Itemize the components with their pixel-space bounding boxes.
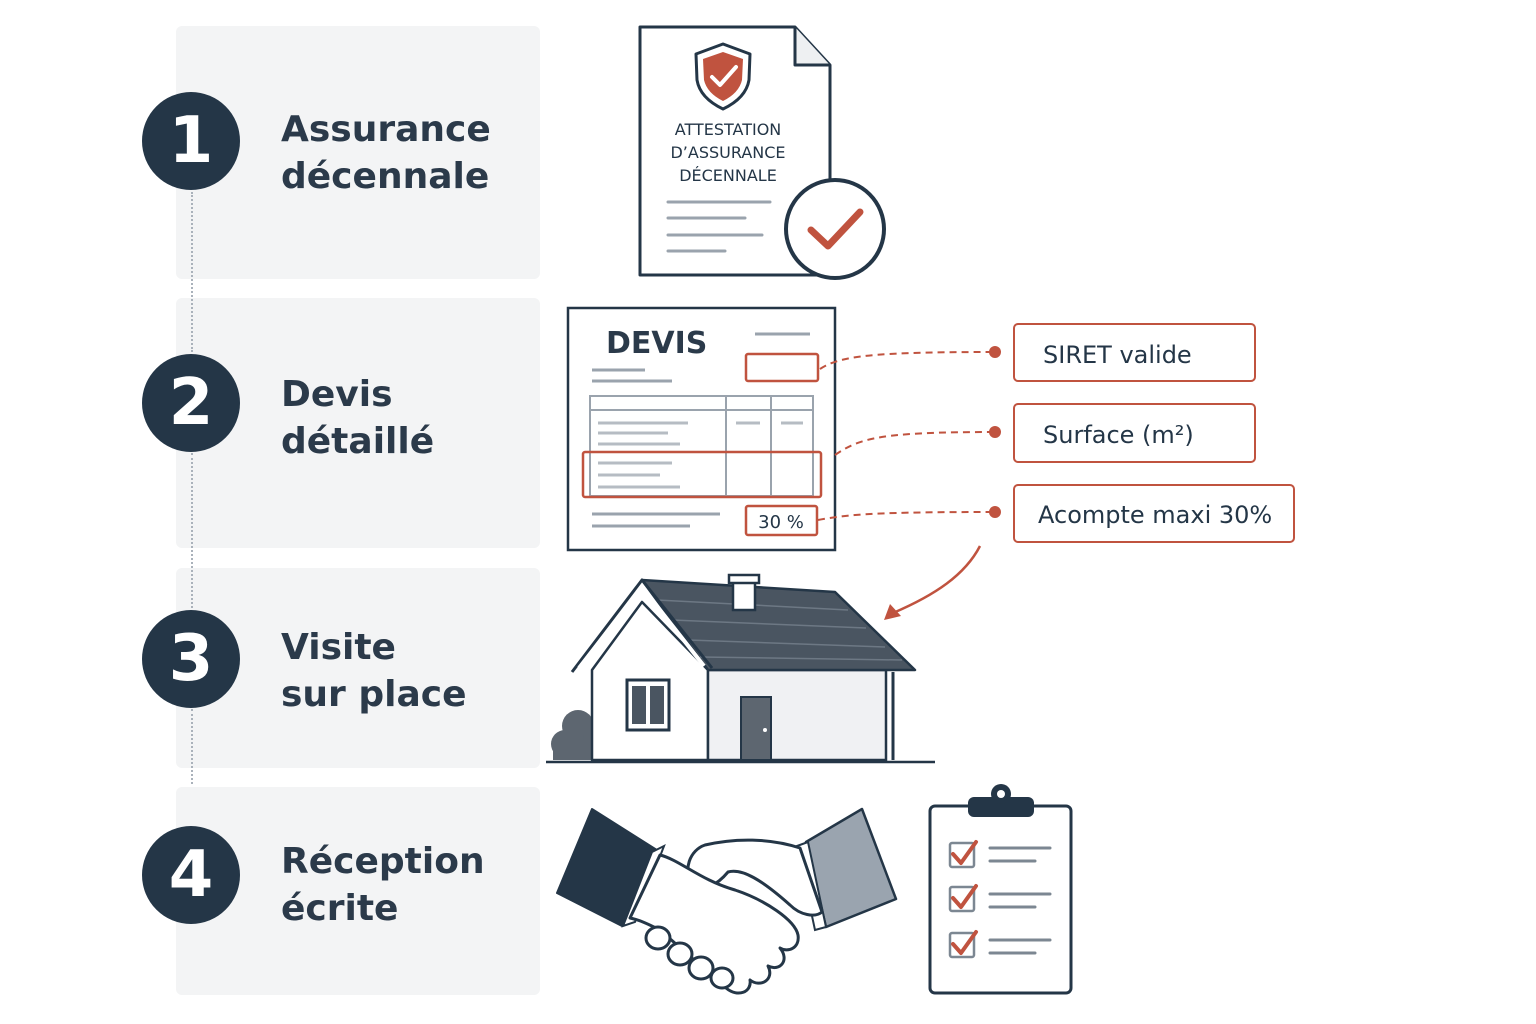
step-connector xyxy=(191,709,193,784)
arrow-icon xyxy=(884,545,982,620)
step-title-3: Visite sur place xyxy=(281,624,467,718)
step-connector xyxy=(191,453,193,608)
step-title-4: Réception écrite xyxy=(281,838,485,932)
callout-surface-label: Surface (m²) xyxy=(1043,421,1194,449)
step-connector xyxy=(191,192,193,352)
quote-percent-label: 30 % xyxy=(758,512,804,533)
certificate-title-line2: D’ASSURANCE xyxy=(670,143,785,162)
shield-check-icon xyxy=(694,42,752,111)
step-title-3-line1: Visite xyxy=(281,627,396,668)
step-title-4-line1: Réception xyxy=(281,841,485,882)
step-title-2: Devis détaillé xyxy=(281,371,434,465)
step-number-badge-3: 3 xyxy=(142,610,240,708)
certificate-title-line1: ATTESTATION xyxy=(675,120,782,139)
step-title-1-line2: décennale xyxy=(281,156,490,197)
certificate-document: ATTESTATION D’ASSURANCE DÉCENNALE xyxy=(638,25,886,280)
quote-document: DEVIS 30 % xyxy=(566,306,837,552)
certificate-title-line3: DÉCENNALE xyxy=(679,166,777,185)
callout-siret-label: SIRET valide xyxy=(1043,341,1192,369)
step-number-badge-4: 4 xyxy=(142,826,240,924)
callout-connectors xyxy=(817,351,996,521)
clipboard-checklist-icon xyxy=(928,784,1073,995)
step-title-4-line2: écrite xyxy=(281,888,399,929)
callout-deposit: Acompte maxi 30% xyxy=(1013,484,1295,543)
step-number-badge-2: 2 xyxy=(142,354,240,452)
step-title-1-line1: Assurance xyxy=(281,109,491,150)
callout-deposit-label: Acompte maxi 30% xyxy=(1038,501,1272,529)
step-title-3-line2: sur place xyxy=(281,674,467,715)
step-panel-2 xyxy=(176,298,540,548)
handshake-icon xyxy=(556,807,898,995)
quote-title: DEVIS xyxy=(606,326,707,361)
house-icon xyxy=(546,573,935,764)
callout-siret: SIRET valide xyxy=(1013,323,1256,382)
step-title-2-line1: Devis xyxy=(281,374,393,415)
step-number-badge-1: 1 xyxy=(142,92,240,190)
step-title-2-line2: détaillé xyxy=(281,421,435,462)
step-title-1: Assurance décennale xyxy=(281,106,491,200)
check-circle-icon xyxy=(784,178,886,280)
callout-surface: Surface (m²) xyxy=(1013,403,1256,463)
